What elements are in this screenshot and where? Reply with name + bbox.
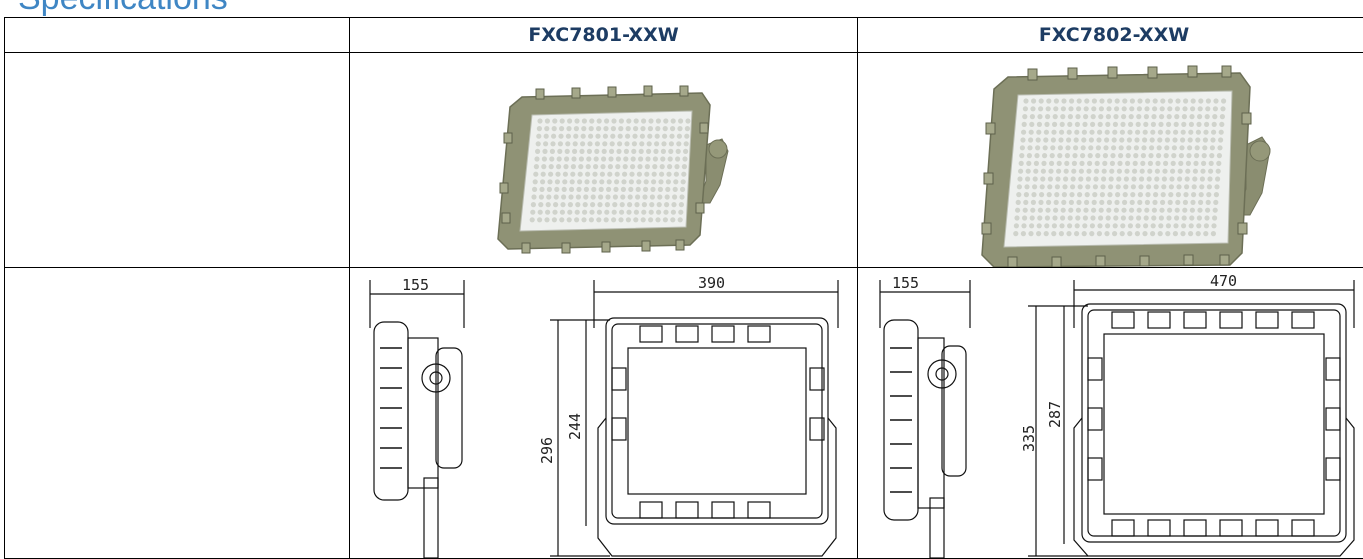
- photo-row-label: [5, 53, 350, 268]
- photo-cell-fxc7802: [858, 53, 1363, 268]
- floodlight-photo-fxc7801: [350, 53, 858, 267]
- dim-width-fxc7801: 390: [698, 274, 725, 292]
- dim-depth-fxc7801: 155: [402, 276, 429, 294]
- drawing-cell-fxc7802: 155 470 335 287: [858, 268, 1363, 559]
- model-name-fxc7801: FXC7801-XXW: [350, 18, 858, 53]
- photo-cell-fxc7801: [350, 53, 858, 268]
- floodlight-photo-fxc7802: [858, 53, 1363, 267]
- dim-height-fxc7802: 335: [1020, 425, 1038, 452]
- drawing-cell-fxc7801: 155 390 296 244: [350, 268, 858, 559]
- technical-drawing-fxc7801: 155 390 296 244: [350, 268, 858, 558]
- spec-table: FXC7801-XXW FXC7802-XXW: [4, 17, 1363, 559]
- page-heading: Specifications: [18, 0, 228, 18]
- header-empty-cell: [5, 18, 350, 53]
- dim-height-fxc7801: 296: [538, 437, 556, 464]
- model-name-fxc7802: FXC7802-XXW: [858, 18, 1363, 53]
- dim-width-fxc7802: 470: [1210, 272, 1237, 290]
- drawing-row-label: [5, 268, 350, 559]
- header-row: FXC7801-XXW FXC7802-XXW: [5, 18, 1363, 53]
- drawing-row: 155 390 296 244: [5, 268, 1363, 559]
- dim-depth-fxc7802: 155: [892, 274, 919, 292]
- dim-inner-height-fxc7801: 244: [566, 413, 584, 440]
- dim-inner-height-fxc7802: 287: [1046, 401, 1064, 428]
- technical-drawing-fxc7802: 155 470 335 287: [858, 268, 1363, 558]
- photo-row: [5, 53, 1363, 268]
